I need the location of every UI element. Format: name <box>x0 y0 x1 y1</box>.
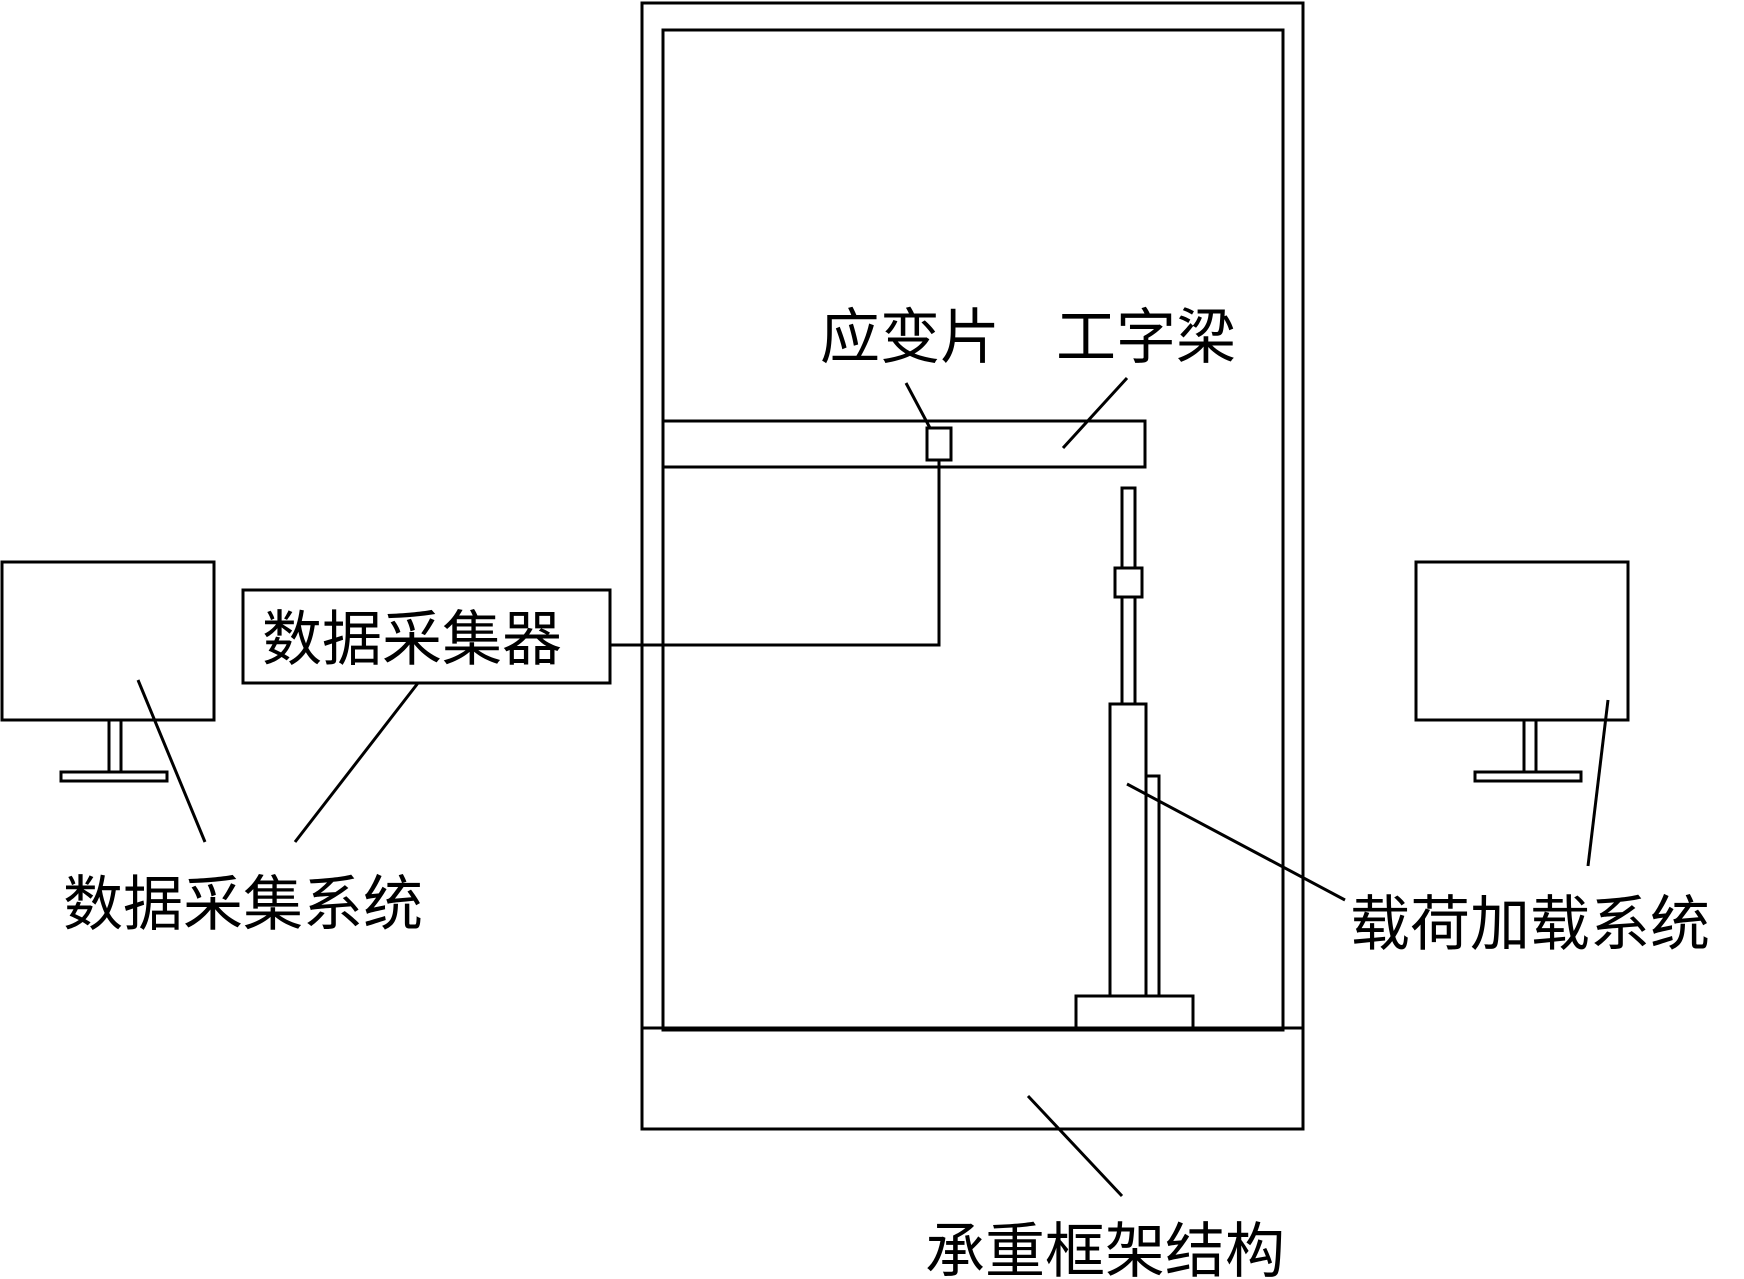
actuator-rod-top <box>1120 486 1137 570</box>
leader-i-beam <box>1061 376 1129 450</box>
data-collector-box <box>241 588 612 685</box>
left-monitor-screen <box>0 560 216 722</box>
label-i-beam: 工字梁 <box>1056 303 1236 373</box>
actuator-cylinder <box>1108 702 1148 998</box>
label-strain-gauge: 应变片 <box>820 303 1000 373</box>
loading-actuator <box>1074 486 1195 1030</box>
left-monitor <box>0 560 216 783</box>
label-data-collector: 数据采集器 <box>262 605 562 675</box>
label-load-system: 载荷加载系统 <box>1350 890 1710 960</box>
actuator-side-bar <box>1144 774 1161 998</box>
label-data-acquisition-system: 数据采集系统 <box>63 870 423 940</box>
frame-outer <box>640 1 1305 1131</box>
leader-strain-gauge <box>904 382 932 429</box>
leader-load-system-monitor <box>1586 699 1610 867</box>
leader-data-collector <box>293 682 420 843</box>
actuator-rod-lower <box>1120 595 1137 706</box>
right-monitor-screen <box>1414 560 1630 722</box>
leader-load-bearing-frame <box>1026 1094 1124 1198</box>
signal-cable <box>610 460 941 647</box>
actuator-coupling <box>1113 566 1144 599</box>
actuator-base <box>1074 994 1195 1030</box>
load-bearing-frame <box>640 1 1305 1131</box>
leader-load-system-actuator <box>1126 782 1346 902</box>
left-monitor-base <box>59 770 169 783</box>
left-monitor-stand <box>107 718 123 774</box>
leader-data-acquisition-system <box>136 679 207 843</box>
right-monitor-stand <box>1522 718 1538 774</box>
label-load-bearing-frame: 承重框架结构 <box>925 1217 1285 1279</box>
right-monitor-base <box>1473 770 1583 783</box>
right-monitor <box>1414 560 1630 783</box>
i-beam <box>661 419 1147 469</box>
frame-inner <box>661 28 1285 1032</box>
strain-gauge <box>925 426 953 462</box>
